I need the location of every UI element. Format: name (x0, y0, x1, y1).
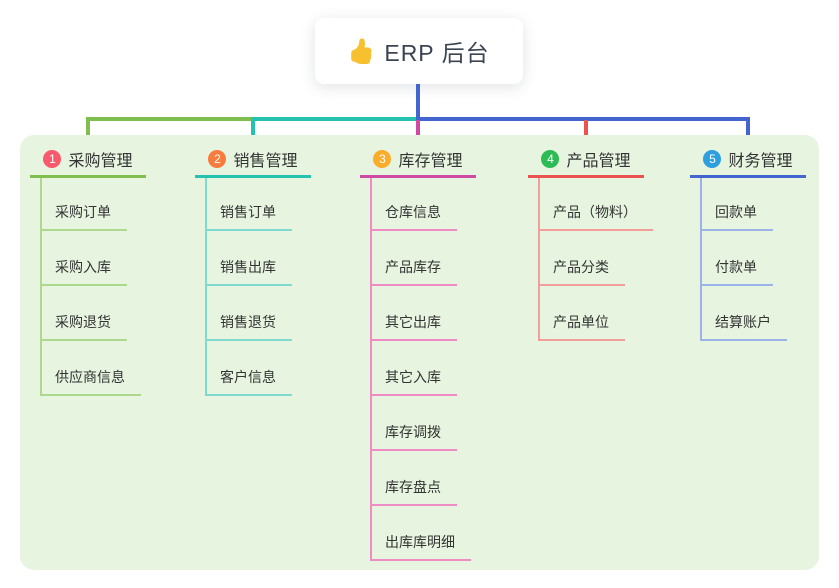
child-node[interactable]: 付款单 (700, 257, 773, 286)
connector-horizontal-branch-2 (251, 117, 420, 121)
branch-node-label: 产品管理 (566, 153, 631, 170)
child-node[interactable]: 销售退货 (205, 312, 292, 341)
branch-node-5[interactable]: 5 财务管理 (690, 144, 806, 174)
branch-node-4[interactable]: 4 产品管理 (528, 144, 644, 174)
branch-number-badge: 1 (43, 150, 62, 168)
child-node[interactable]: 其它出库 (370, 312, 457, 341)
connector-drop-branch-1 (86, 120, 90, 143)
connector-drop-branch-2 (251, 120, 255, 143)
child-node[interactable]: 采购退货 (40, 312, 127, 341)
child-node[interactable]: 供应商信息 (40, 367, 141, 396)
child-node[interactable]: 产品库存 (370, 257, 457, 286)
child-node[interactable]: 客户信息 (205, 367, 292, 396)
child-node[interactable]: 产品分类 (538, 257, 625, 286)
branch-node-2[interactable]: 2 销售管理 (195, 144, 311, 174)
root-node-label: ERP 后台 (384, 40, 490, 66)
child-node[interactable]: 采购入库 (40, 257, 127, 286)
branch-underline (195, 175, 311, 178)
connector-drop-branch-4 (584, 120, 588, 143)
branch-node-label: 采购管理 (68, 153, 133, 170)
branch-spine-line (205, 178, 207, 395)
branch-spine-line (370, 178, 372, 560)
child-node[interactable]: 采购订单 (40, 202, 127, 231)
branch-number-badge: 4 (541, 150, 560, 168)
child-node[interactable]: 产品（物料） (538, 202, 653, 231)
child-node[interactable]: 库存调拨 (370, 422, 457, 451)
thumbs-up-icon (351, 38, 372, 64)
child-node[interactable]: 仓库信息 (370, 202, 457, 231)
child-node[interactable]: 结算账户 (700, 312, 787, 341)
root-node[interactable]: ERP 后台 (315, 18, 523, 84)
branch-underline (690, 175, 806, 178)
child-node[interactable]: 其它入库 (370, 367, 457, 396)
branch-node-label: 库存管理 (398, 153, 463, 170)
branch-spine-line (538, 178, 540, 340)
branch-underline (30, 175, 146, 178)
branch-spine-line (40, 178, 42, 395)
branch-underline (360, 175, 476, 178)
child-node[interactable]: 销售订单 (205, 202, 292, 231)
child-node[interactable]: 出库库明细 (370, 532, 471, 561)
branch-underline (528, 175, 644, 178)
branches-panel (20, 135, 819, 570)
branch-node-3[interactable]: 3 库存管理 (360, 144, 476, 174)
connector-root-vertical (416, 84, 420, 121)
connector-drop-branch-3 (416, 120, 420, 143)
child-node[interactable]: 库存盘点 (370, 477, 457, 506)
branch-number-badge: 5 (703, 150, 722, 168)
child-node[interactable]: 产品单位 (538, 312, 625, 341)
branch-node-1[interactable]: 1 采购管理 (30, 144, 146, 174)
child-node[interactable]: 销售出库 (205, 257, 292, 286)
branch-spine-line (700, 178, 702, 340)
child-node[interactable]: 回款单 (700, 202, 773, 231)
branch-number-badge: 3 (373, 150, 392, 168)
branch-number-badge: 2 (208, 150, 227, 168)
branch-node-label: 销售管理 (233, 153, 298, 170)
connector-horizontal-branch-5 (416, 117, 750, 121)
connector-drop-branch-5 (746, 120, 750, 143)
branch-node-label: 财务管理 (728, 153, 793, 170)
